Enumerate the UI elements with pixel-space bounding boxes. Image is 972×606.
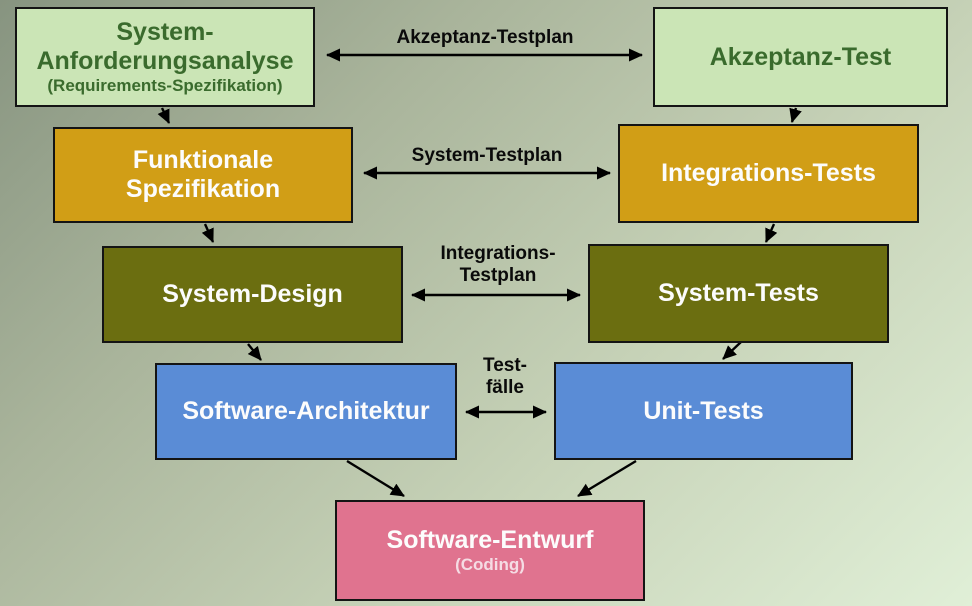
box-system-tests: System-Tests bbox=[588, 244, 889, 343]
arrow-sysdesign-to-swarch bbox=[247, 343, 262, 361]
box-system-design: System-Design bbox=[102, 246, 403, 343]
label-line: Testplan bbox=[459, 264, 537, 286]
box-integrations-tests: Integrations-Tests bbox=[618, 124, 919, 223]
box-label: System-Design bbox=[162, 280, 343, 308]
label-line: fälle bbox=[485, 376, 525, 398]
box-unit-tests: Unit-Tests bbox=[554, 362, 853, 460]
arrow-unittests-to-swentwurf bbox=[577, 459, 637, 498]
box-label: Unit-Tests bbox=[643, 396, 764, 425]
box-label: Software-Architektur bbox=[182, 397, 430, 425]
label-line: Integrations- bbox=[440, 243, 556, 264]
arrow-funcspec-to-sysdesign bbox=[201, 223, 215, 243]
box-label: System-Tests bbox=[658, 279, 819, 307]
label-line: System-Testplan bbox=[411, 145, 563, 166]
box-label: Integrations-Tests bbox=[661, 159, 876, 187]
arrow-systemtests-to-unittests bbox=[722, 341, 742, 360]
arrow-integrationstests-to-systemtests bbox=[764, 223, 778, 243]
label-akzeptanz-testplan: Akzeptanz-Testplan bbox=[330, 27, 640, 49]
box-sublabel: (Coding) bbox=[455, 555, 525, 575]
label-line: Akzeptanz-Testplan bbox=[396, 27, 574, 48]
arrow-req-to-funcspec bbox=[157, 107, 171, 124]
arrow-akzeptanztest-to-integrationstests bbox=[789, 107, 802, 123]
box-sublabel: (Requirements-Spezifikation) bbox=[47, 76, 283, 96]
box-software-architektur: Software-Architektur bbox=[155, 363, 457, 460]
label-testfaelle: Test- fälle bbox=[455, 355, 555, 399]
arrow-swarch-to-swentwurf bbox=[346, 459, 405, 498]
box-label: Funktionale bbox=[132, 146, 274, 174]
box-label: Software-Entwurf bbox=[386, 526, 594, 555]
box-label: System- bbox=[116, 18, 214, 47]
box-akzeptanz-test: Akzeptanz-Test bbox=[653, 7, 948, 107]
box-system-anforderungsanalyse: System- Anforderungsanalyse (Requirement… bbox=[15, 7, 315, 107]
box-software-entwurf: Software-Entwurf (Coding) bbox=[335, 500, 645, 601]
box-label: Anforderungsanalyse bbox=[36, 47, 294, 76]
box-funktionale-spezifikation: Funktionale Spezifikation bbox=[53, 127, 353, 223]
label-integrations-testplan: Integrations- Testplan bbox=[418, 243, 578, 287]
box-label: Spezifikation bbox=[125, 175, 281, 203]
label-line: Test- bbox=[483, 355, 527, 376]
box-label: Akzeptanz-Test bbox=[709, 42, 892, 71]
label-system-testplan: System-Testplan bbox=[362, 145, 612, 167]
